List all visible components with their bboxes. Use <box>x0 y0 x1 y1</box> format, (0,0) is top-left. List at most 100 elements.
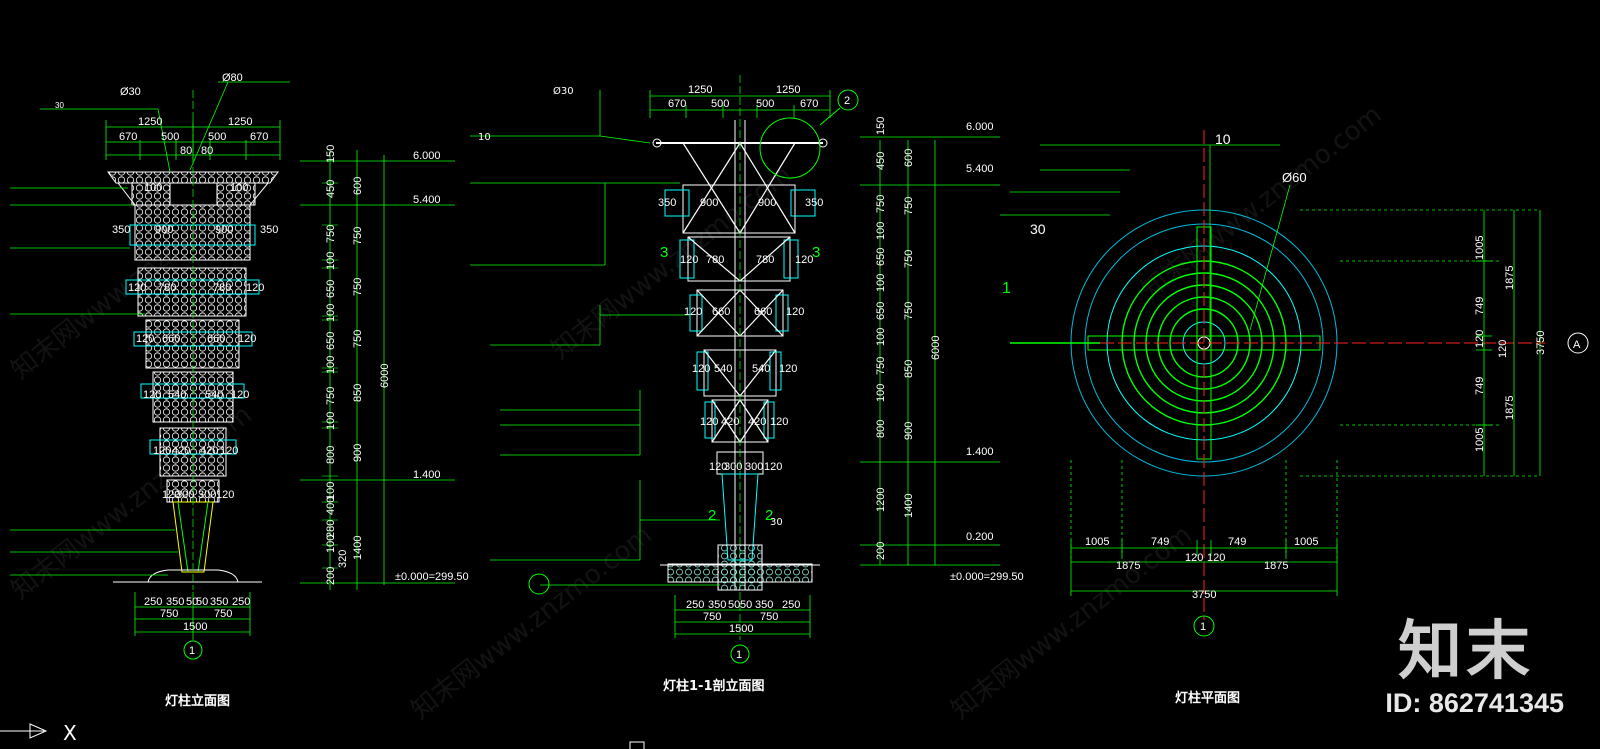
vdim-label: 3750 <box>1535 331 1547 355</box>
vdim-label: 749 <box>1474 297 1486 315</box>
vdim-label: 800 <box>875 420 887 438</box>
vdim-label: 200 <box>325 567 337 585</box>
ucs-cursor-icon: X <box>0 721 645 749</box>
section-cut-mark: 2 <box>708 507 716 524</box>
brand-logo: 知末 <box>1398 615 1534 689</box>
dim-label: 120 <box>1185 552 1203 564</box>
section-marker: 1 <box>189 645 195 657</box>
vdim-label: 1875 <box>1504 396 1516 420</box>
dim-label: 1005 <box>1085 536 1109 548</box>
level-label: 6.000 <box>966 121 994 133</box>
vdim-label: 450 <box>875 152 887 170</box>
section-cut-mark: 3 <box>812 244 820 261</box>
dim-label: 120 <box>680 254 698 266</box>
dim-label: 1005 <box>1294 536 1318 548</box>
dim-label: 300 <box>745 461 763 473</box>
dim-label: 780 <box>213 282 231 294</box>
axis-marker: A <box>1573 339 1581 351</box>
dim-label: 749 <box>1151 536 1169 548</box>
vdim-total: 6000 <box>379 364 391 388</box>
dim-label: 250 <box>144 596 162 608</box>
vdim-label: 400 <box>325 497 337 515</box>
dim-label: 350 <box>260 224 278 236</box>
dim-label: 120 <box>1207 552 1225 564</box>
level-label: ±0.000=299.50 <box>950 571 1024 583</box>
dim-label: 120 <box>770 416 788 428</box>
dim-label: 500 <box>161 131 179 143</box>
section-marker: 1 <box>736 649 742 661</box>
vdim-label: 800 <box>325 446 337 464</box>
vdim-label: 100 <box>325 412 337 430</box>
dim-label: 250 <box>686 599 704 611</box>
pipe-label: Ø80 <box>222 72 243 84</box>
vdim-label: 850 <box>352 384 364 402</box>
level-label: 0.200 <box>966 531 994 543</box>
dim-label: 250 <box>782 599 800 611</box>
dim-label: 80 <box>180 145 192 157</box>
vdim-label: 750 <box>903 250 915 268</box>
drawing-title: 灯柱1-1剖立面图 <box>663 678 765 694</box>
dim-label: 350 <box>210 596 228 608</box>
vdim-label: 850 <box>903 360 915 378</box>
asset-id: ID: 862741345 <box>1385 688 1564 718</box>
dim-label: 780 <box>706 254 724 266</box>
dim-label: 900 <box>700 197 718 209</box>
vdim-label: 750 <box>352 278 364 296</box>
vdim-total: 6000 <box>930 336 942 360</box>
dim-label: 120 <box>136 333 154 345</box>
vdim-label: 450 <box>325 180 337 198</box>
note-label: 30 <box>55 101 64 110</box>
vdim-label: 1200 <box>875 488 887 512</box>
dim-label: 120 <box>795 254 813 266</box>
level-label: 1.400 <box>966 446 994 458</box>
vdim-label: 650 <box>875 302 887 320</box>
vdim-label: 900 <box>352 444 364 462</box>
dim-label: 780 <box>756 254 774 266</box>
note-label: 30 <box>770 517 783 528</box>
vdim-label: 650 <box>875 248 887 266</box>
dim-label: 670 <box>800 98 818 110</box>
vdim-label: 120 <box>1497 340 1509 358</box>
watermark-text: 知末网www.znzmo.com <box>946 520 1198 726</box>
drawing-title: 灯柱平面图 <box>1175 690 1240 706</box>
vdim-label: 100 <box>875 274 887 292</box>
dim-label: 750 <box>760 611 778 623</box>
dim-label: 300 <box>724 461 742 473</box>
vdim-label: 150 <box>875 117 887 135</box>
dim-label: 500 <box>208 131 226 143</box>
section-drawing: 2 <box>470 75 1024 694</box>
vdim-label: 900 <box>903 422 915 440</box>
dim-label: 900 <box>758 197 776 209</box>
level-label: ±0.000=299.50 <box>395 571 469 583</box>
dim-label: 120 <box>231 389 249 401</box>
vdim-label: 650 <box>325 332 337 350</box>
dim-label: 250 <box>232 596 250 608</box>
dim-label: 120 <box>692 363 710 375</box>
dim-label: 120 <box>246 282 264 294</box>
vdim-label: 750 <box>903 302 915 320</box>
watermark-text: 知末网www.znzmo.com <box>406 520 658 726</box>
dim-label: 350 <box>658 197 676 209</box>
vdim-label: 749 <box>1474 377 1486 395</box>
vdim-label: 320 <box>337 550 349 568</box>
vdim-label: 150 <box>325 145 337 163</box>
dim-label: 540 <box>752 363 770 375</box>
section-cut-mark: 3 <box>660 244 668 261</box>
note-label: 10 <box>478 132 491 143</box>
vdim-label: 1400 <box>352 536 364 560</box>
vdim-label: 750 <box>875 195 887 213</box>
section-marker: 1 <box>1200 621 1206 633</box>
vdim-label: 100 <box>875 222 887 240</box>
dim-label: 350 <box>112 224 130 236</box>
vdim-label: 750 <box>352 227 364 245</box>
vdim-label: 750 <box>903 197 915 215</box>
dim-label: 660 <box>712 306 730 318</box>
dim-label: 120 <box>153 445 171 457</box>
pipe-label: Ø30 <box>553 85 574 97</box>
dim-label: 120 <box>128 282 146 294</box>
drawing-title: 灯柱立面图 <box>165 693 230 709</box>
dim-label: 50 <box>186 596 198 608</box>
dim-label: 420 <box>721 416 739 428</box>
dim-label: 750 <box>214 608 232 620</box>
